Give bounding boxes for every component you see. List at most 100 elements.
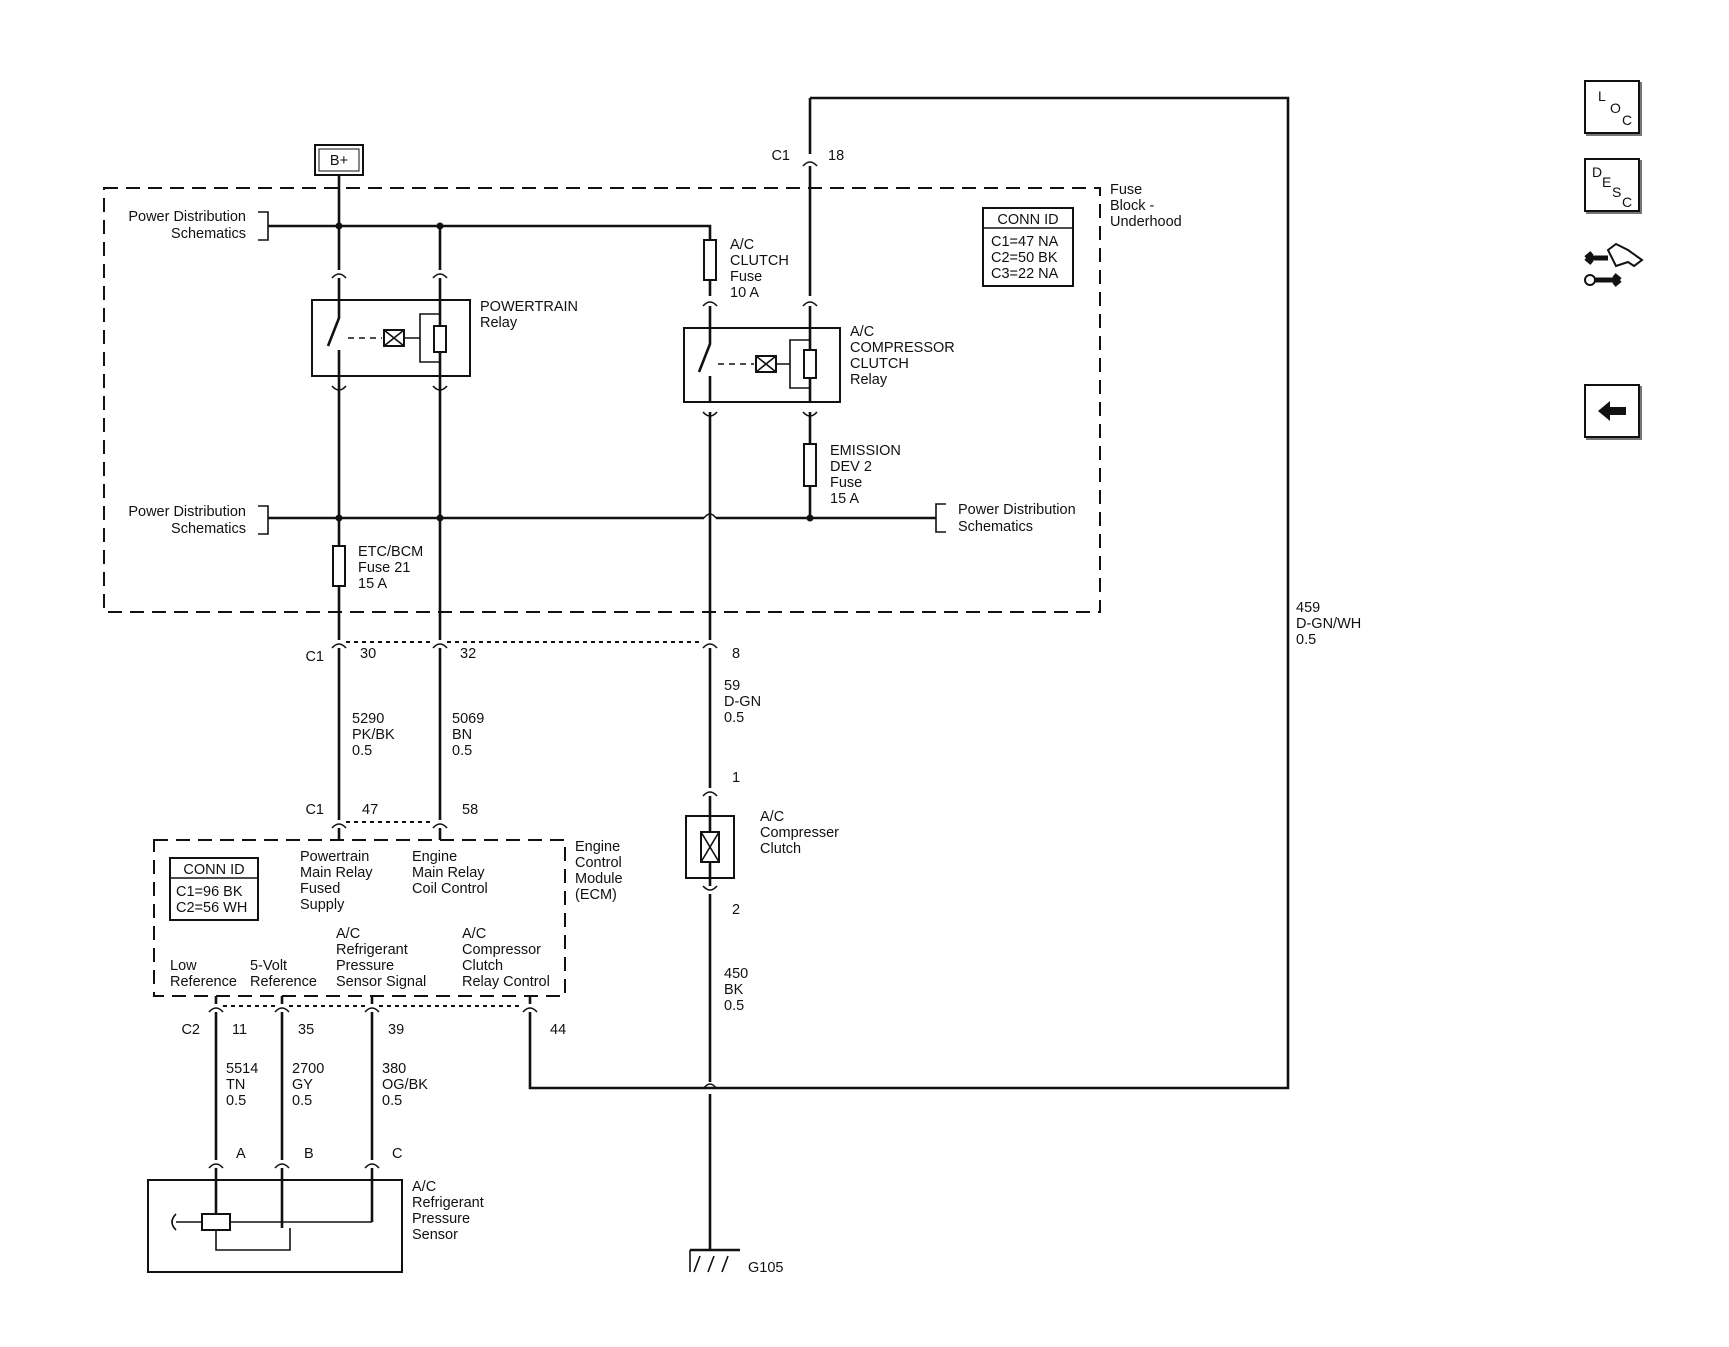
ground-label: G105 (748, 1260, 783, 1276)
svg-text:Fuse: Fuse (730, 269, 762, 285)
svg-text:C1=47 NA: C1=47 NA (991, 234, 1059, 250)
svg-text:Schematics: Schematics (171, 521, 246, 537)
svg-text:A/C: A/C (850, 324, 874, 340)
svg-text:0.5: 0.5 (724, 710, 744, 726)
svg-text:32: 32 (460, 646, 476, 662)
ac-clutch-fuse (703, 239, 717, 281)
svg-text:A/C: A/C (412, 1179, 436, 1195)
svg-text:5514: 5514 (226, 1061, 258, 1077)
svg-text:ETC/BCM: ETC/BCM (358, 544, 423, 560)
svg-text:POWERTRAIN: POWERTRAIN (480, 299, 578, 315)
svg-text:Powertrain: Powertrain (300, 849, 369, 865)
description-button[interactable]: D E S C (1584, 158, 1640, 212)
svg-text:Relay: Relay (480, 315, 518, 331)
svg-text:C3=22 NA: C3=22 NA (991, 266, 1059, 282)
svg-text:59: 59 (724, 678, 740, 694)
svg-text:0.5: 0.5 (226, 1093, 246, 1109)
svg-text:5290: 5290 (352, 711, 384, 727)
svg-text:Refrigerant: Refrigerant (336, 942, 408, 958)
svg-text:B: B (304, 1146, 314, 1162)
svg-text:Power Distribution: Power Distribution (128, 504, 246, 520)
left-arrow-icon (1598, 401, 1626, 421)
svg-text:(ECM): (ECM) (575, 887, 617, 903)
fuse-block-outline (103, 187, 1101, 613)
svg-text:Engine: Engine (412, 849, 457, 865)
svg-text:30: 30 (360, 646, 376, 662)
svg-text:A/C: A/C (336, 926, 360, 942)
svg-text:CONN ID: CONN ID (183, 862, 244, 878)
fuse-block-conn-id (982, 207, 1074, 287)
svg-text:Refrigerant: Refrigerant (412, 1195, 484, 1211)
svg-text:5-Volt: 5-Volt (250, 958, 287, 974)
svg-text:A/C: A/C (462, 926, 486, 942)
svg-text:1: 1 (732, 770, 740, 786)
svg-text:Relay Control: Relay Control (462, 974, 550, 990)
svg-text:Pressure: Pressure (412, 1211, 470, 1227)
svg-text:PK/BK: PK/BK (352, 727, 395, 743)
svg-text:CLUTCH: CLUTCH (850, 356, 909, 372)
svg-text:GY: GY (292, 1077, 313, 1093)
svg-text:0.5: 0.5 (352, 743, 372, 759)
location-button[interactable]: L O C (1584, 80, 1640, 134)
ecm-outline (153, 839, 566, 997)
ac-refrigerant-pressure-sensor (147, 1179, 403, 1273)
svg-text:COMPRESSOR: COMPRESSOR (850, 340, 955, 356)
wire-459 (528, 96, 1290, 1090)
svg-text:C1=96 BK: C1=96 BK (176, 884, 243, 900)
svg-text:0.5: 0.5 (724, 998, 744, 1014)
svg-text:Relay: Relay (850, 372, 888, 388)
svg-text:Low: Low (170, 958, 197, 974)
svg-text:15 A: 15 A (358, 576, 387, 592)
pd-ref-top-line1: Power Distribution (128, 209, 246, 225)
svg-text:C2=50 BK: C2=50 BK (991, 250, 1058, 266)
svg-text:Coil Control: Coil Control (412, 881, 488, 897)
svg-text:Control: Control (575, 855, 622, 871)
svg-text:47: 47 (362, 802, 378, 818)
ecm-conn-id (169, 857, 259, 921)
svg-text:Reference: Reference (250, 974, 317, 990)
svg-text:C1: C1 (305, 802, 324, 818)
svg-text:Sensor: Sensor (412, 1227, 458, 1243)
svg-text:39: 39 (388, 1022, 404, 1038)
svg-text:Fuse 21: Fuse 21 (358, 560, 410, 576)
svg-text:Compresser: Compresser (760, 825, 839, 841)
svg-text:Fused: Fused (300, 881, 340, 897)
svg-text:EMISSION: EMISSION (830, 443, 901, 459)
svg-text:Engine: Engine (575, 839, 620, 855)
svg-text:Schematics: Schematics (958, 519, 1033, 535)
svg-text:Main Relay: Main Relay (412, 865, 485, 881)
svg-text:0.5: 0.5 (292, 1093, 312, 1109)
connector-swap-icon[interactable] (1580, 236, 1650, 296)
svg-text:Clutch: Clutch (462, 958, 503, 974)
svg-text:Pressure: Pressure (336, 958, 394, 974)
etc-bcm-fuse (332, 545, 346, 587)
svg-text:A/C: A/C (730, 237, 754, 253)
svg-text:A/C: A/C (760, 809, 784, 825)
svg-text:35: 35 (298, 1022, 314, 1038)
svg-text:Sensor Signal: Sensor Signal (336, 974, 426, 990)
svg-text:Underhood: Underhood (1110, 214, 1182, 230)
svg-text:D-GN: D-GN (724, 694, 761, 710)
svg-text:C1: C1 (771, 148, 790, 164)
svg-text:10 A: 10 A (730, 285, 759, 301)
svg-text:Block -: Block - (1110, 198, 1154, 214)
svg-text:Compressor: Compressor (462, 942, 541, 958)
back-button[interactable] (1584, 384, 1640, 438)
svg-text:11: 11 (232, 1022, 247, 1038)
svg-text:C2: C2 (181, 1022, 200, 1038)
svg-text:15 A: 15 A (830, 491, 859, 507)
svg-text:BN: BN (452, 727, 472, 743)
wire-top-bus (268, 224, 712, 240)
svg-text:BK: BK (724, 982, 744, 998)
svg-text:44: 44 (550, 1022, 566, 1038)
pd-ref-top-bracket (258, 211, 269, 241)
svg-text:Clutch: Clutch (760, 841, 801, 857)
svg-text:OG/BK: OG/BK (382, 1077, 428, 1093)
pt-relay-switch (326, 300, 341, 376)
svg-text:2: 2 (732, 902, 740, 918)
svg-text:CLUTCH: CLUTCH (730, 253, 789, 269)
svg-text:2700: 2700 (292, 1061, 324, 1077)
svg-text:58: 58 (462, 802, 478, 818)
svg-text:459: 459 (1296, 600, 1320, 616)
svg-text:D-GN/WH: D-GN/WH (1296, 616, 1361, 632)
